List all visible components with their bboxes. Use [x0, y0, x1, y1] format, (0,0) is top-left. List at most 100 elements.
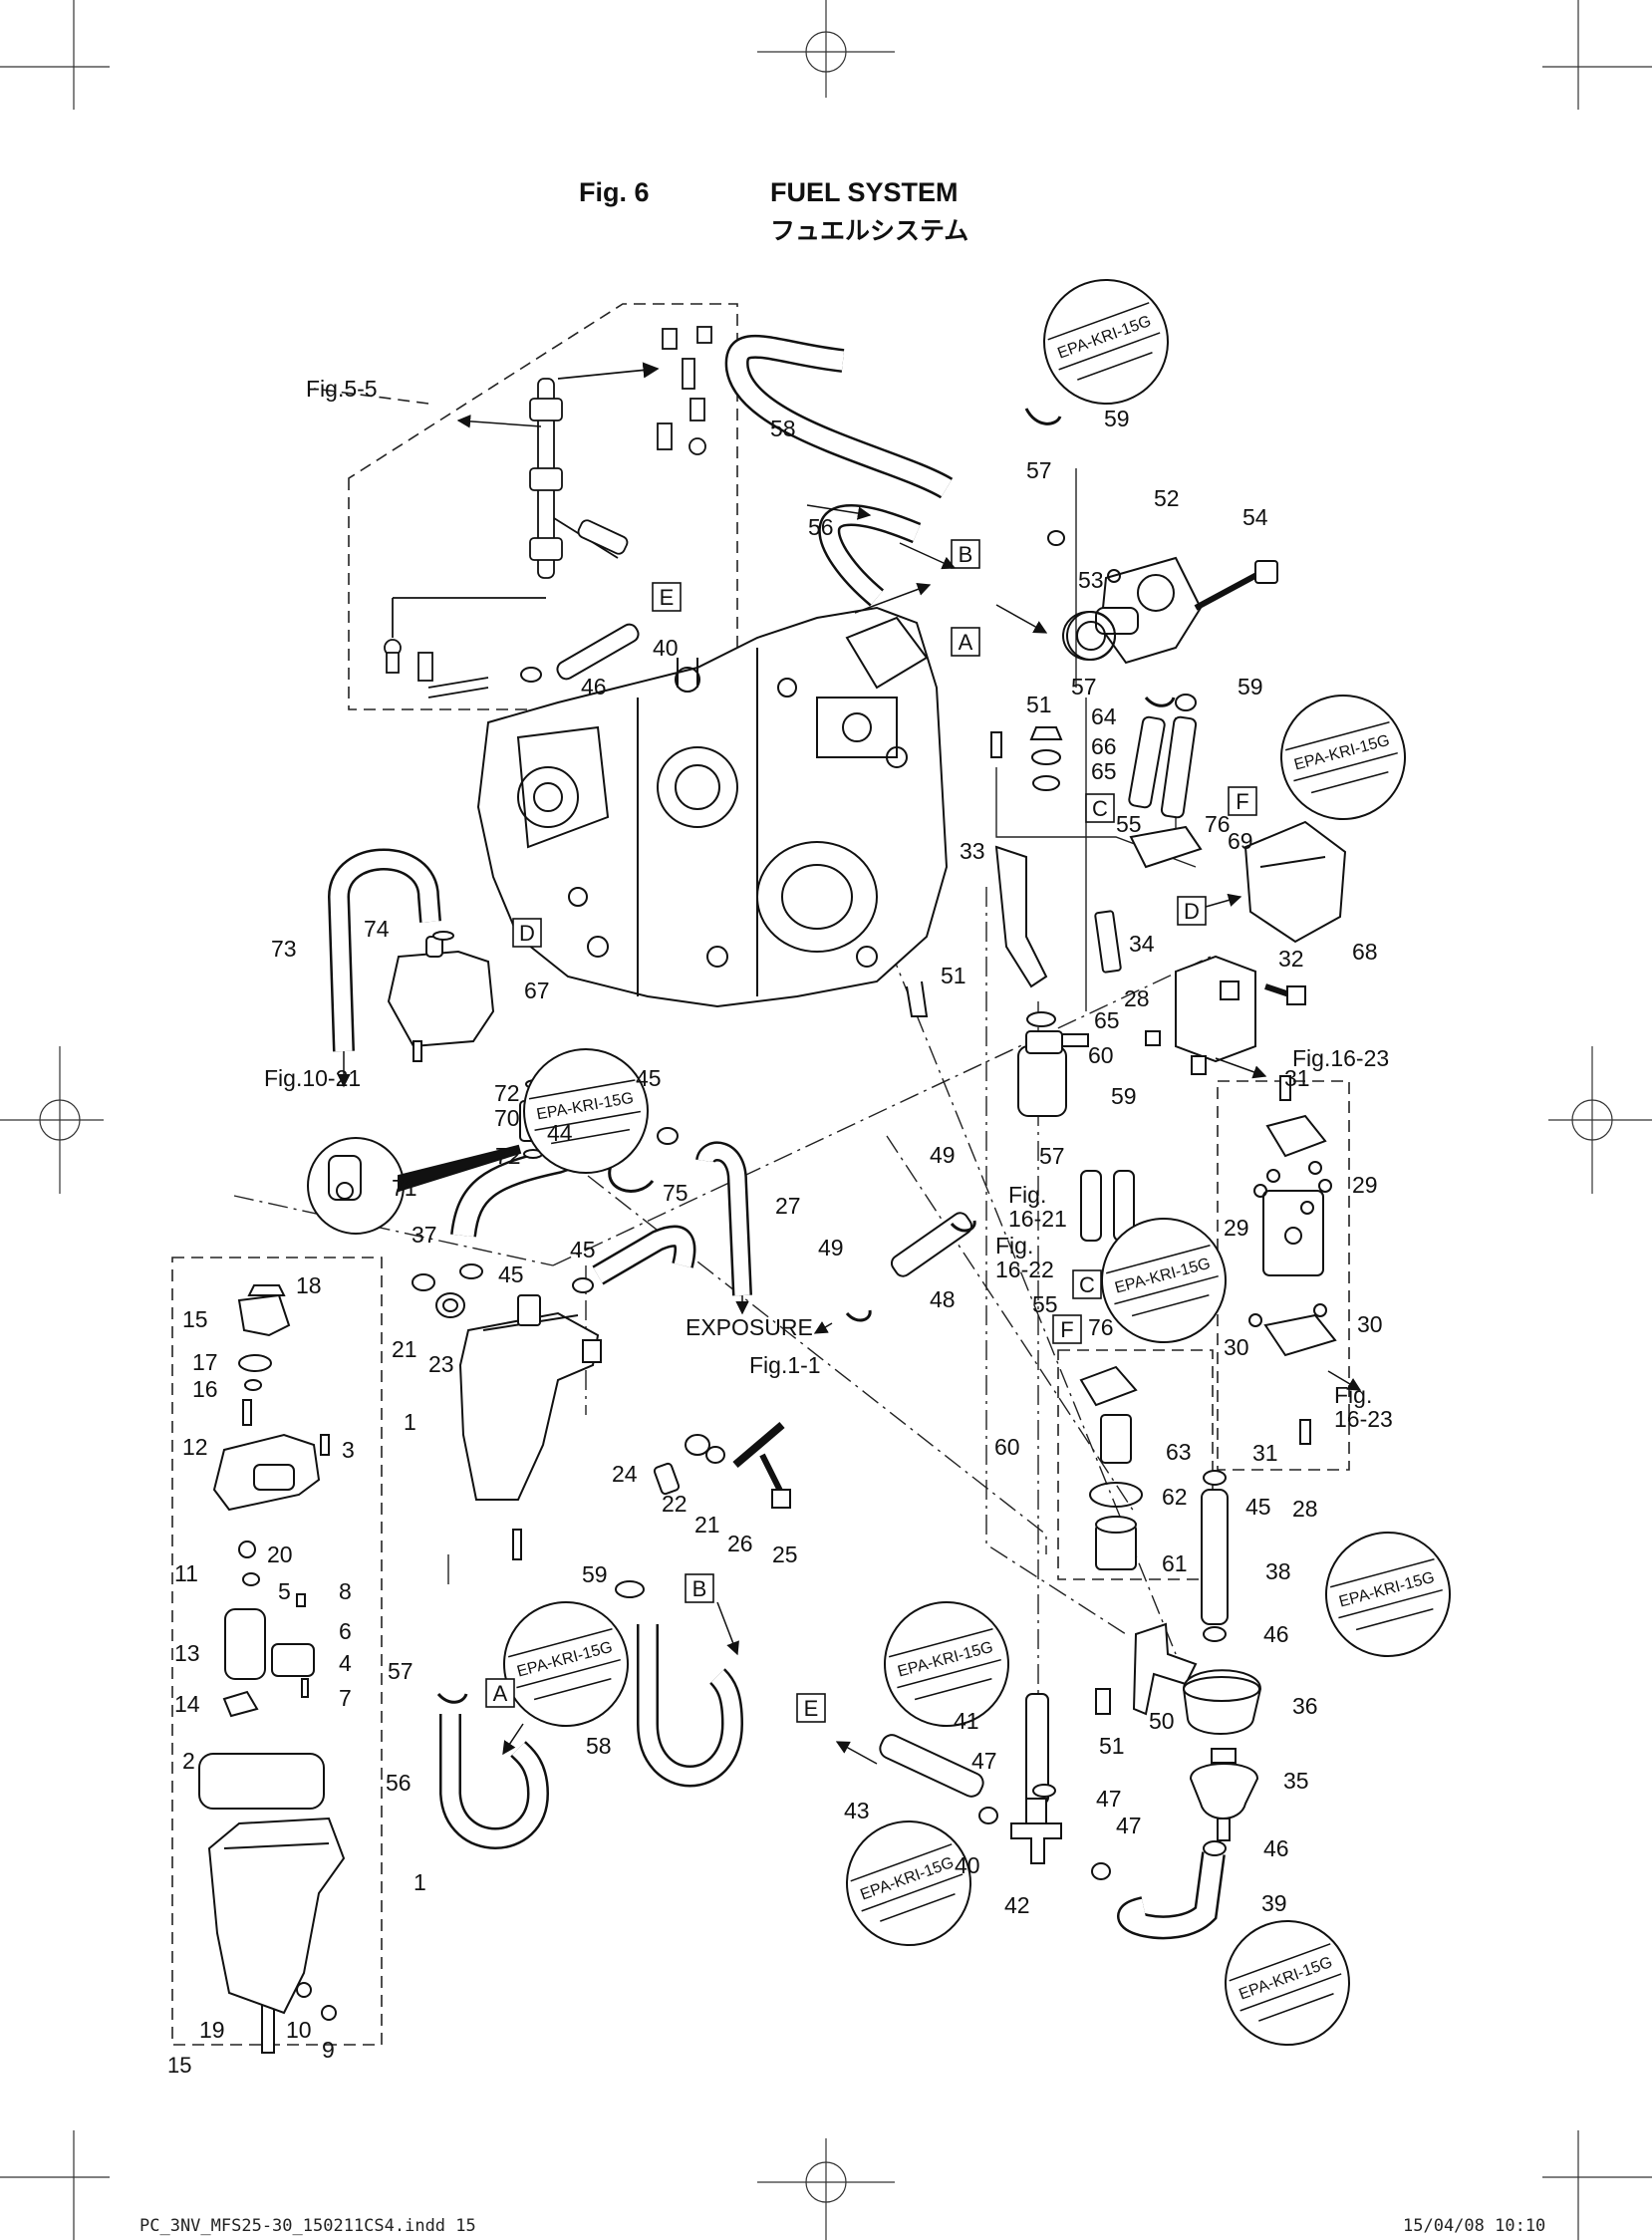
callout-57b: 57: [1071, 674, 1097, 700]
footer-timestamp: 15/04/08 10:10: [1403, 2216, 1546, 2236]
callout-24: 24: [612, 1461, 638, 1487]
page-number: 15: [167, 2053, 192, 2078]
callout-40b: 40: [955, 1852, 980, 1878]
callout-5: 5: [278, 1578, 291, 1604]
epa-stamp: EPA-KRI-15G: [523, 1048, 649, 1174]
part-clamp-36: [1182, 1669, 1262, 1735]
part-fuel-pump-28: [1175, 955, 1256, 1063]
box-letter-c: C: [1085, 793, 1115, 823]
part-joint-42: [1010, 1822, 1062, 1864]
callout-32: 32: [1278, 946, 1304, 972]
callout-45d: 45: [1245, 1494, 1271, 1520]
callout-29b: 29: [1224, 1215, 1249, 1241]
callout-fig16-23a: Fig.16-23: [1292, 1045, 1389, 1071]
callout-8: 8: [339, 1578, 352, 1604]
part-block-4: [271, 1643, 315, 1677]
callout-6: 6: [339, 1618, 352, 1644]
callout-57c: 57: [1039, 1143, 1065, 1169]
box-letter-f: F: [1052, 1314, 1082, 1344]
svg-text:D: D: [519, 921, 535, 946]
callout-53: 53: [1078, 567, 1104, 593]
callout-56a: 56: [808, 514, 834, 540]
callout-22: 22: [662, 1491, 688, 1517]
callout-26: 26: [727, 1531, 753, 1556]
callout-10: 10: [286, 2017, 312, 2043]
callout-57d: 57: [388, 1658, 413, 1684]
callout-50: 50: [1149, 1708, 1175, 1734]
part-plate-34: [1094, 910, 1122, 974]
hose-55b: [1080, 1170, 1102, 1242]
callout-9: 9: [322, 2037, 335, 2063]
part-cooler-cover-15: [237, 1293, 291, 1337]
part-cooler-body: [207, 1817, 346, 2015]
callout-71: 71: [392, 1175, 417, 1201]
fuel-rail-group: [384, 326, 712, 699]
callout-2: 2: [182, 1748, 195, 1774]
epa-stamps: EPA-KRI-15G EPA-KRI-15G EPA-KRI-15G EPA-KRI…: [503, 279, 1451, 2046]
callout-65a: 65: [1091, 758, 1117, 784]
figure-number: Fig. 6: [579, 177, 650, 207]
part-bolt-54: [1194, 570, 1262, 611]
callout-59b: 59: [1238, 674, 1263, 700]
callout-49b: 49: [818, 1235, 844, 1260]
callout-70: 70: [494, 1105, 520, 1131]
epa-stamp: EPA-KRI-15G: [1043, 279, 1169, 405]
callout-34: 34: [1129, 931, 1155, 957]
figure-title: FUEL SYSTEM: [770, 177, 959, 207]
callout-29a: 29: [1352, 1172, 1378, 1198]
callout-47c: 47: [1116, 1813, 1142, 1838]
epa-stamp: EPA-KRI-15G: [1325, 1532, 1451, 1657]
callout-57a: 57: [1026, 457, 1052, 483]
part-fuel-filter-60: [1017, 1045, 1067, 1117]
callout-74: 74: [364, 916, 390, 942]
callout-43: 43: [844, 1798, 870, 1823]
callout-63: 63: [1166, 1439, 1192, 1465]
epa-stamp: EPA-KRI-15G: [846, 1820, 971, 1946]
callout-42: 42: [1004, 1892, 1030, 1918]
svg-text:D: D: [1184, 899, 1200, 924]
box-letter-a: A: [951, 627, 980, 657]
box-letter-e: E: [652, 582, 682, 612]
callout-31a: 31: [1284, 1065, 1310, 1091]
callout-45b: 45: [498, 1261, 524, 1287]
box-letter-d: D: [512, 918, 542, 948]
callout-59c: 59: [1111, 1083, 1137, 1109]
callout-33: 33: [960, 838, 985, 864]
callout-72a: 72: [494, 1080, 520, 1106]
callout-40a: 40: [653, 635, 679, 661]
callout-56b: 56: [386, 1770, 412, 1796]
svg-text:E: E: [660, 585, 675, 610]
epa-stamp: EPA-KRI-15G: [1101, 1218, 1227, 1343]
injector-arrow-lead: [313, 388, 429, 405]
callout-55a: 55: [1116, 811, 1142, 837]
callout-68: 68: [1352, 939, 1378, 965]
callout-46b: 46: [1263, 1621, 1289, 1647]
callout-73: 73: [271, 936, 297, 962]
epa-stamp: EPA-KRI-15G: [884, 1601, 1009, 1727]
callout-62: 62: [1162, 1484, 1188, 1510]
callout-46a: 46: [581, 674, 607, 700]
callout-39: 39: [1261, 1890, 1287, 1916]
hose-48: [890, 1212, 973, 1277]
part-cover-68: [1243, 820, 1347, 944]
callout-66: 66: [1091, 733, 1117, 759]
svg-text:F: F: [1236, 789, 1248, 814]
callout-48: 48: [930, 1286, 956, 1312]
callout-47b: 47: [1096, 1786, 1122, 1812]
svg-text:C: C: [1092, 796, 1108, 821]
callout-64: 64: [1091, 703, 1117, 729]
callout-69: 69: [1228, 828, 1253, 854]
figure-title-japanese: フュエルシステム: [770, 217, 969, 245]
callout-76b: 76: [1088, 1314, 1114, 1340]
part-vapor-separator-1: [458, 1311, 600, 1501]
leader-lines: [233, 468, 1212, 1694]
box-letter-d: D: [1177, 896, 1207, 926]
hose-38: [1201, 1489, 1229, 1625]
callout-fig16-23b: Fig.16-23: [1334, 1382, 1393, 1432]
callout-61: 61: [1162, 1550, 1188, 1576]
callout-59d: 59: [582, 1561, 608, 1587]
callout-41: 41: [954, 1708, 979, 1734]
box-letter-a: A: [485, 1678, 515, 1708]
